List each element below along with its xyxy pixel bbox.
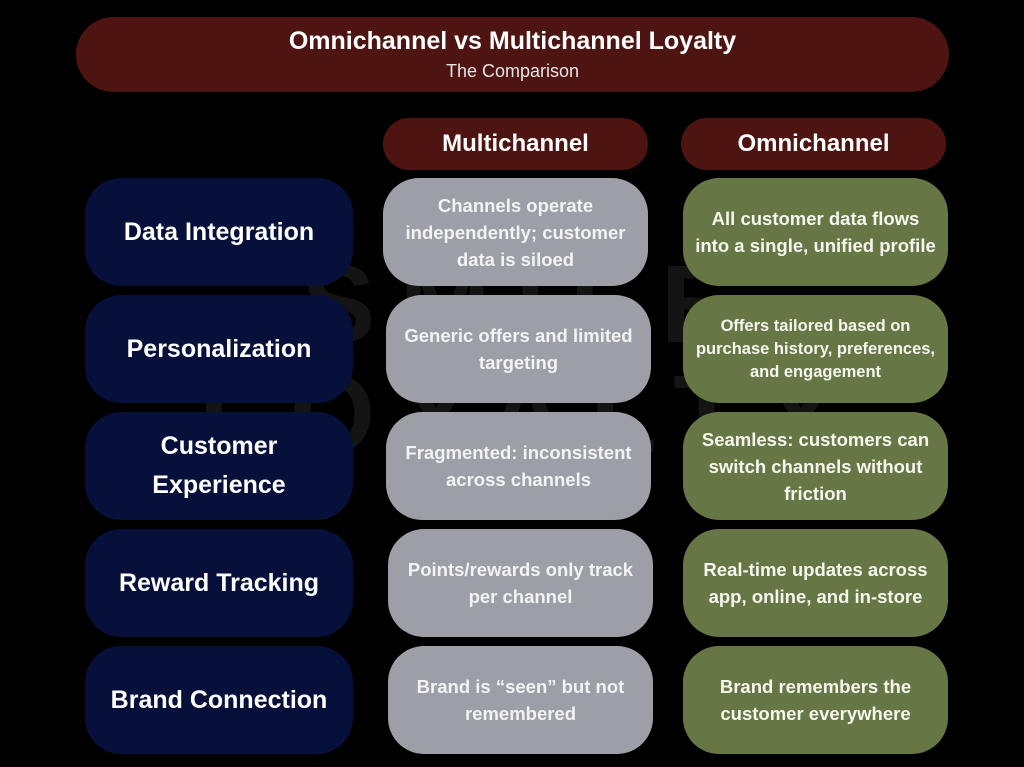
multichannel-cell: Brand is “seen” but not remembered xyxy=(388,646,653,754)
column-header-multichannel: Multichannel xyxy=(383,118,648,170)
column-header-omnichannel: Omnichannel xyxy=(681,118,946,170)
multichannel-cell: Generic offers and limited targeting xyxy=(386,295,651,403)
row-category: Customer Experience xyxy=(85,412,353,520)
omnichannel-cell: All customer data flows into a single, u… xyxy=(683,178,948,286)
omnichannel-cell: Offers tailored based on purchase histor… xyxy=(683,295,948,403)
multichannel-cell: Fragmented: inconsistent across channels xyxy=(386,412,651,520)
title-banner: Omnichannel vs Multichannel Loyalty The … xyxy=(76,17,949,92)
omnichannel-cell: Brand remembers the customer everywhere xyxy=(683,646,948,754)
page-subtitle: The Comparison xyxy=(445,61,580,81)
row-category: Personalization xyxy=(85,295,353,403)
multichannel-cell: Points/rewards only track per channel xyxy=(388,529,653,637)
row-category: Data Integration xyxy=(85,178,353,286)
row-category: Reward Tracking xyxy=(85,529,353,637)
multichannel-cell: Channels operate independently; customer… xyxy=(383,178,648,286)
omnichannel-cell: Real-time updates across app, online, an… xyxy=(683,529,948,637)
omnichannel-cell: Seamless: customers can switch channels … xyxy=(683,412,948,520)
row-category: Brand Connection xyxy=(85,646,353,754)
page-title: Omnichannel vs Multichannel Loyalty xyxy=(288,27,737,55)
